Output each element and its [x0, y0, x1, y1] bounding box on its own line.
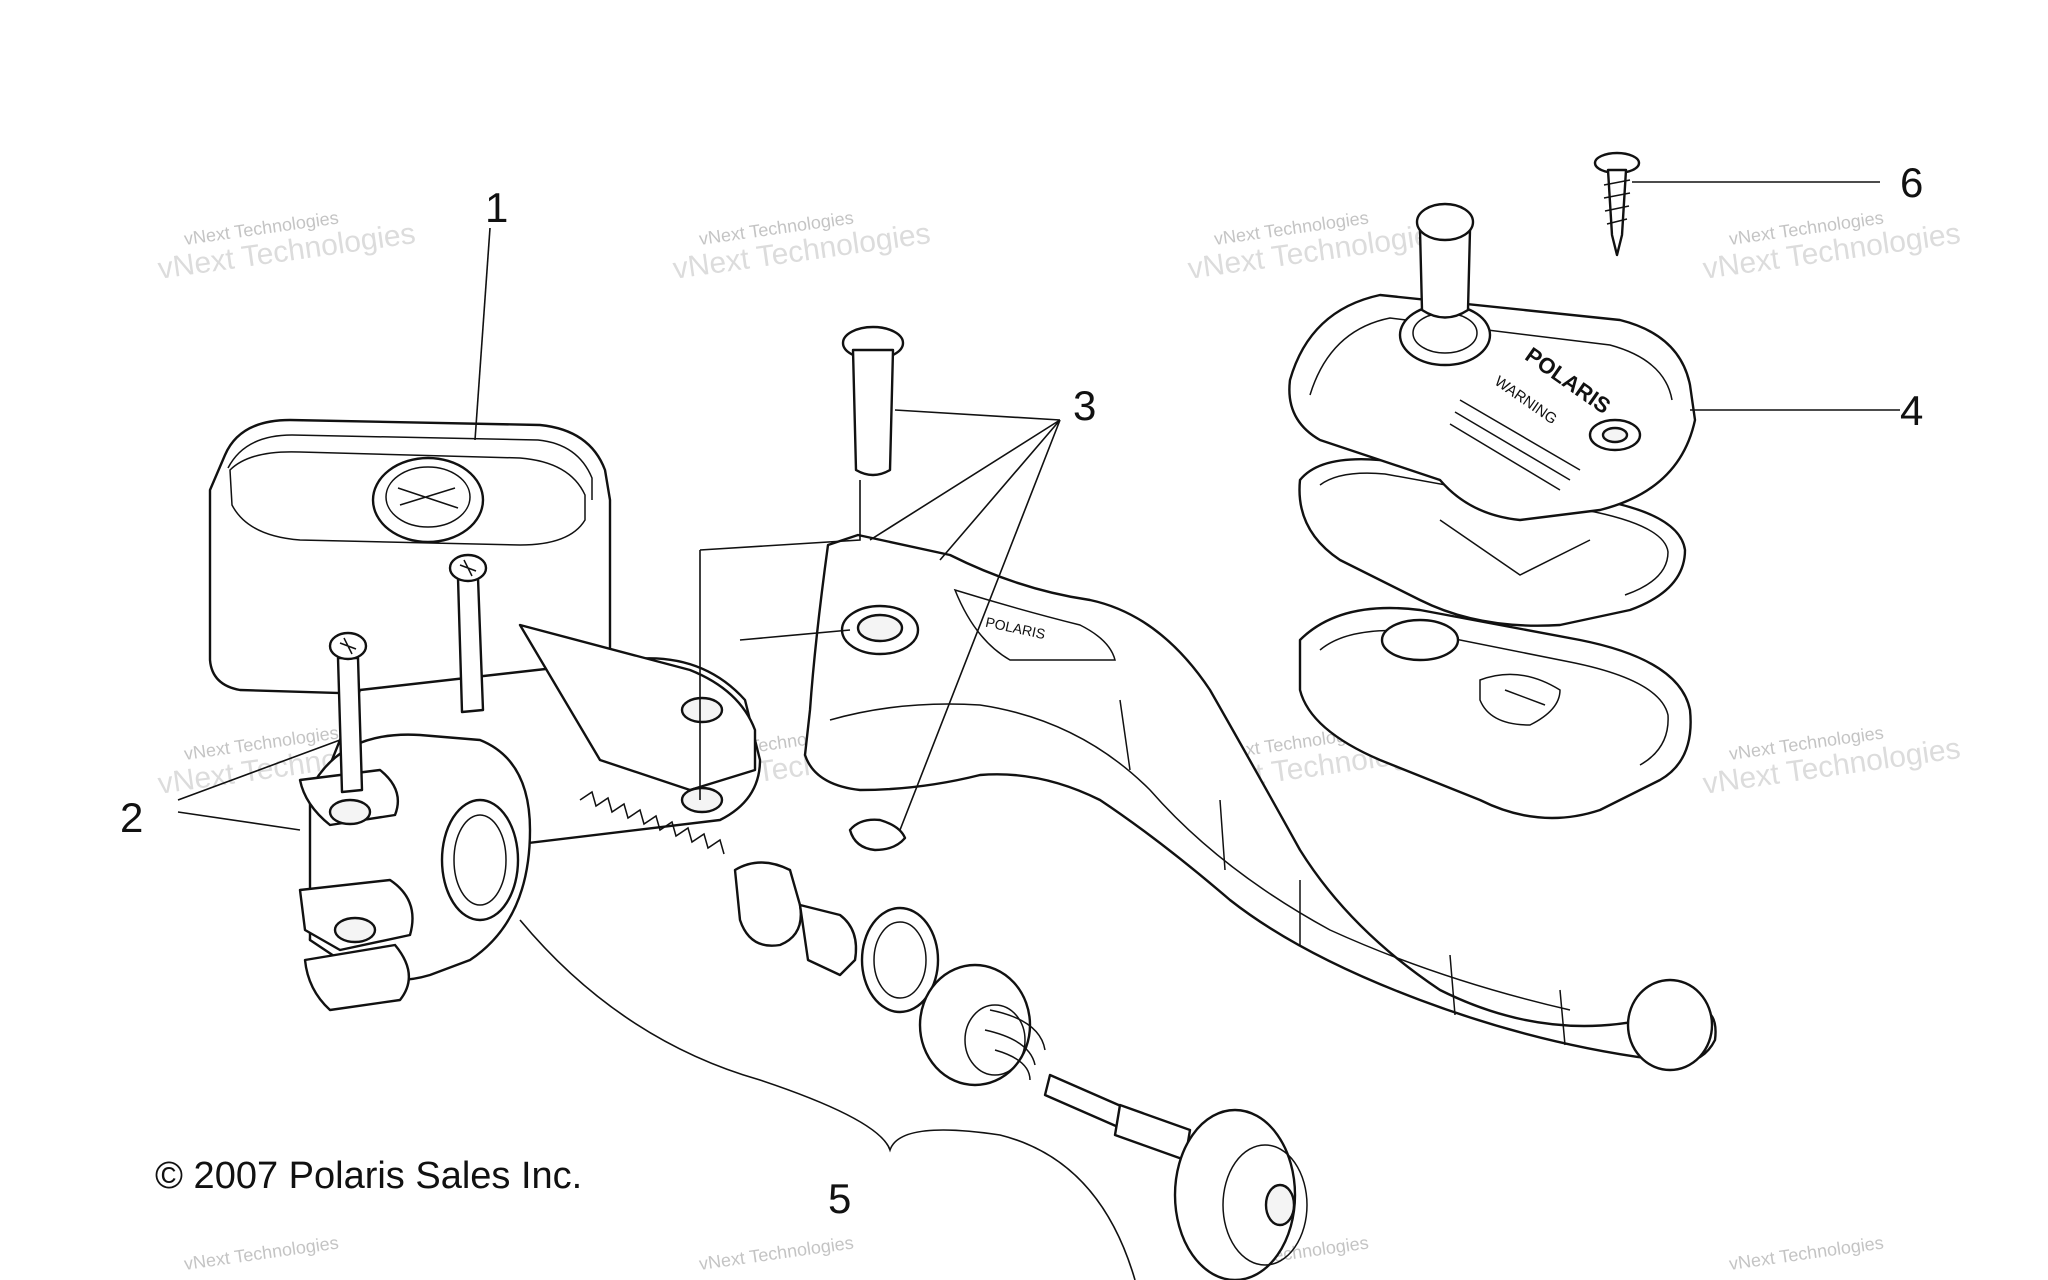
- callout-1: 1: [485, 184, 508, 231]
- watermark-text: vNext Technologies: [1728, 1232, 1885, 1273]
- callout-4: 4: [1900, 387, 1923, 434]
- piston-kit: [579, 790, 1308, 1280]
- master-cylinder-body: [208, 418, 762, 1012]
- callout-labels: 1 2 3 4 5 6: [120, 159, 1923, 1222]
- reservoir-cover-kit: POLARIS WARNING: [1288, 202, 1697, 820]
- brake-lever-assembly: POLARIS: [803, 325, 1717, 1072]
- copyright-notice: © 2007 Polaris Sales Inc.: [155, 1155, 582, 1197]
- callout-6: 6: [1900, 159, 1923, 206]
- leader-lines: [177, 181, 1900, 1280]
- callout-5: 5: [828, 1175, 851, 1222]
- clamp-screws: [328, 553, 488, 794]
- callout-3: 3: [1073, 382, 1096, 429]
- callout-2: 2: [120, 794, 143, 841]
- watermark-text: vNext Technologies: [698, 1232, 855, 1273]
- cover-screw: [1593, 151, 1641, 257]
- watermark-text: vNext Technologies: [183, 1232, 340, 1273]
